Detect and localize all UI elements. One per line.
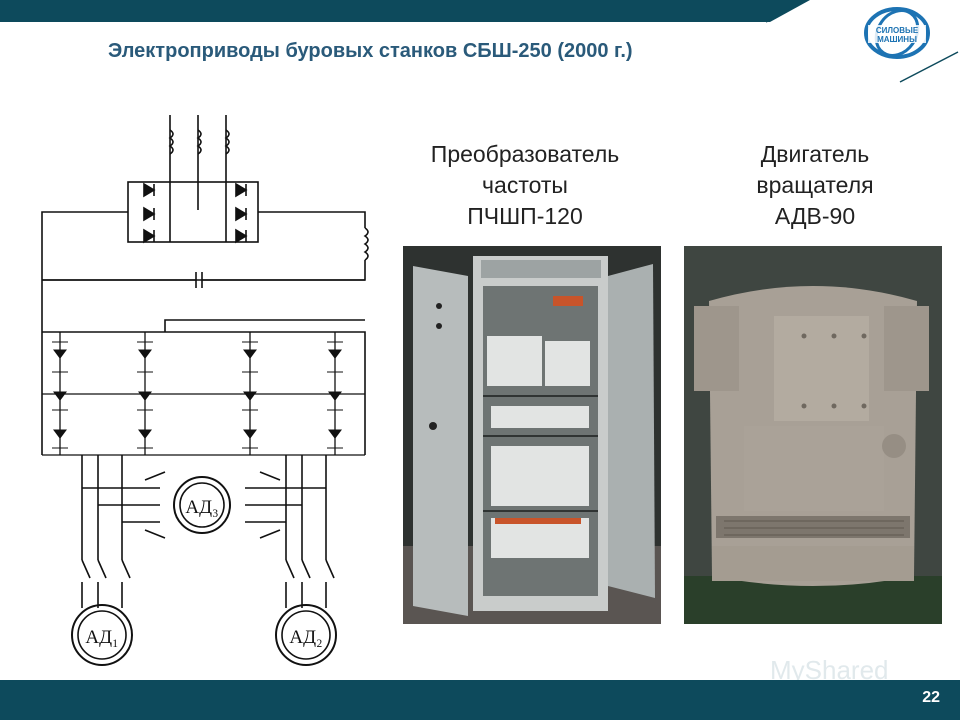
motor-caption-line3: АДВ-90 [774, 203, 856, 229]
motor-caption-line1: Двигатель [760, 141, 870, 167]
company-logo: СИЛОВЫЕ МАШИНЫ [864, 7, 930, 59]
motor-ad1: АД₁ [71, 604, 133, 666]
output-lines [81, 455, 335, 608]
converter-caption-line1: Преобразователь [430, 141, 620, 167]
svg-text:МАШИНЫ: МАШИНЫ [877, 35, 917, 44]
converter-caption-line2: частоты [482, 172, 568, 198]
motor-caption: Двигатель вращателя АДВ-90 [690, 139, 940, 232]
drive-schematic: АД₃ АД₁ АД₂ [41, 115, 369, 666]
bottom-band [0, 680, 960, 720]
slide-title: Электроприводы буровых станков СБШ-250 (… [108, 40, 633, 62]
rotator-motor-photo [684, 246, 942, 624]
svg-text:АД₂: АД₂ [289, 627, 322, 648]
page-number: 22 [922, 689, 940, 706]
converter-cabinet-photo [403, 246, 661, 624]
svg-text:АД₃: АД₃ [185, 497, 218, 518]
motor-caption-line2: вращателя [756, 172, 874, 198]
rectifier-bridge [127, 181, 259, 244]
svg-text:АД₁: АД₁ [85, 627, 118, 648]
dc-bus [41, 211, 369, 455]
motor-ad2: АД₂ [275, 604, 337, 666]
motor-ad3: АД₃ [173, 476, 231, 534]
top-band [0, 0, 810, 22]
converter-caption: Преобразователь частоты ПЧШП-120 [400, 139, 650, 232]
svg-text:СИЛОВЫЕ: СИЛОВЫЕ [876, 26, 919, 35]
supply-coils [168, 115, 230, 185]
inverter-modules [42, 332, 365, 456]
converter-caption-line3: ПЧШП-120 [467, 203, 583, 229]
